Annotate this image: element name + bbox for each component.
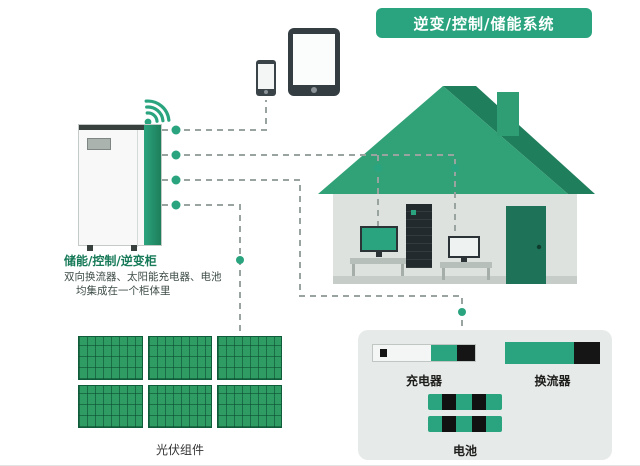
connection-dot bbox=[236, 256, 244, 264]
solar-panel bbox=[217, 384, 282, 428]
cabinet-title: 储能/控制/逆变柜 bbox=[64, 254, 157, 268]
connection-line-solar bbox=[162, 204, 241, 338]
monitor-stand bbox=[376, 252, 382, 257]
solar-panel-array bbox=[78, 336, 282, 428]
title-banner: 逆变/控制/储能系统 bbox=[376, 8, 592, 38]
wifi-icon bbox=[144, 99, 171, 126]
tablet-icon bbox=[288, 28, 340, 96]
solar-panel bbox=[147, 336, 213, 380]
house-floor bbox=[333, 276, 577, 284]
tablet-screen bbox=[293, 34, 335, 85]
charger-device bbox=[372, 344, 476, 362]
house-door bbox=[506, 206, 546, 284]
connection-dot bbox=[171, 175, 181, 185]
battery-cell bbox=[428, 416, 502, 432]
equipment-box: 充电器 换流器 电池 bbox=[358, 330, 612, 460]
monitor-stand bbox=[461, 258, 467, 262]
connection-line-house bbox=[162, 154, 456, 232]
server-rack bbox=[406, 204, 432, 268]
rack-indicator bbox=[411, 210, 416, 215]
monitor-screen bbox=[450, 238, 478, 256]
connection-dot bbox=[171, 200, 181, 210]
converter-device bbox=[505, 342, 600, 364]
converter-black-segment bbox=[574, 342, 600, 364]
connection-dot bbox=[171, 150, 181, 160]
battery-terminal bbox=[472, 394, 486, 410]
connection-line-devices bbox=[162, 100, 267, 131]
desk bbox=[350, 258, 406, 264]
cabinet-top-panel bbox=[79, 125, 161, 130]
monitor-white bbox=[448, 236, 480, 258]
desk-leg bbox=[487, 268, 490, 280]
cabinet-display bbox=[87, 138, 111, 150]
battery-terminal bbox=[442, 394, 456, 410]
battery-terminal bbox=[442, 416, 456, 432]
smartphone-home-button bbox=[264, 90, 268, 94]
door-knob bbox=[536, 244, 542, 250]
converter-label: 换流器 bbox=[534, 374, 571, 388]
solar-panel bbox=[78, 336, 143, 380]
solar-panel bbox=[78, 384, 143, 428]
smartphone-screen bbox=[258, 64, 274, 89]
connection-dots bbox=[171, 125, 466, 316]
house-roof-side bbox=[443, 86, 595, 194]
battery-label: 电池 bbox=[452, 444, 477, 458]
tablet-home-button bbox=[311, 87, 317, 93]
desk bbox=[440, 262, 492, 268]
cabinet-description-line1: 双向换流器、太阳能充电器、电池 bbox=[64, 271, 222, 283]
battery-cell bbox=[428, 394, 502, 410]
charger-green-segment bbox=[431, 345, 457, 361]
cabinet-seam bbox=[137, 130, 138, 247]
desk-leg bbox=[352, 264, 355, 276]
solar-panel bbox=[147, 384, 213, 428]
solar-panel bbox=[217, 336, 282, 380]
cabinet-green-stripe bbox=[144, 125, 161, 245]
charger-label: 充电器 bbox=[405, 374, 442, 388]
connection-dot bbox=[458, 308, 466, 316]
connection-dot bbox=[171, 125, 181, 135]
monitor-green bbox=[360, 226, 398, 252]
connection-dot bbox=[451, 164, 459, 172]
desk-leg bbox=[442, 268, 445, 280]
charger-black-segment bbox=[457, 345, 475, 361]
monitor-screen bbox=[362, 228, 396, 250]
battery-terminal bbox=[472, 416, 486, 432]
solar-array-label: 光伏组件 bbox=[155, 443, 204, 457]
cabinet-description-line2: 均集成在一个柜体里 bbox=[76, 285, 171, 297]
storage-cabinet bbox=[78, 124, 162, 251]
cabinet-foot bbox=[87, 245, 93, 251]
charger-body bbox=[373, 345, 431, 361]
charger-port bbox=[380, 349, 387, 357]
house-chimney bbox=[497, 92, 519, 136]
smartphone-icon bbox=[256, 60, 276, 96]
cabinet-foot bbox=[131, 245, 137, 251]
desk-leg bbox=[401, 264, 404, 276]
connection-dot bbox=[374, 164, 382, 172]
